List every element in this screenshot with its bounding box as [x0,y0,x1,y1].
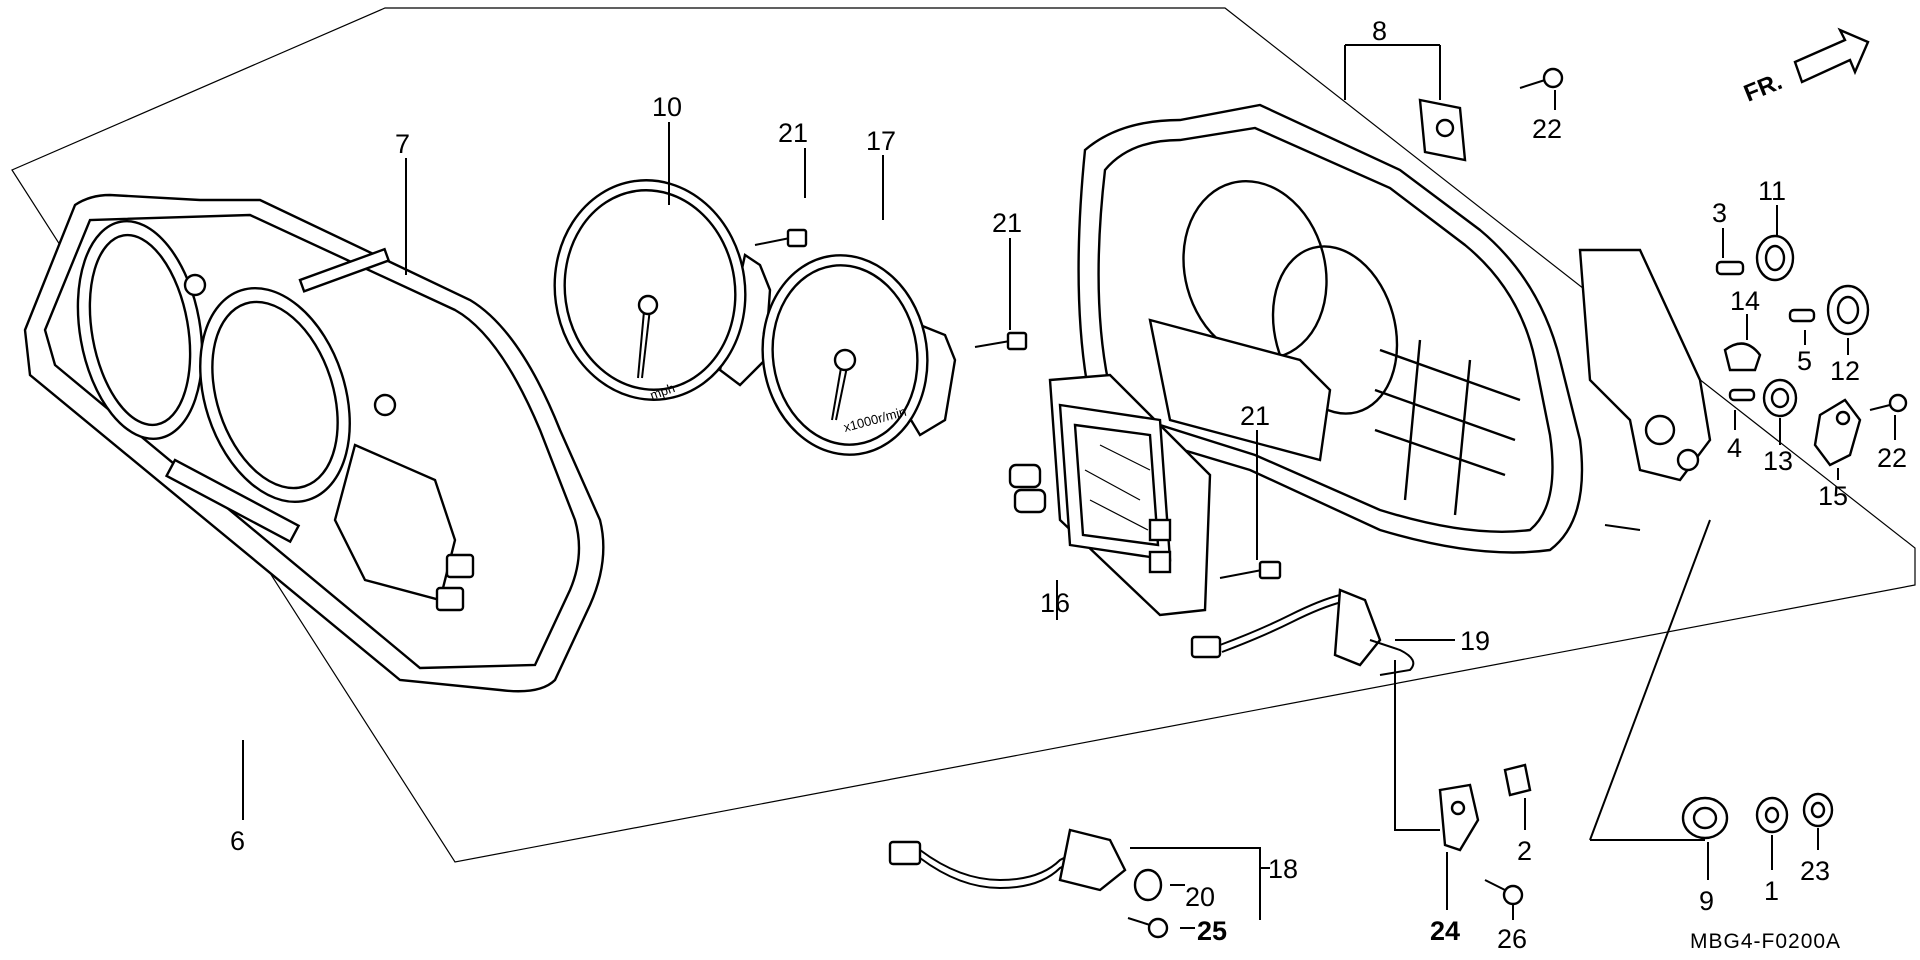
callout-18: 18 [1268,854,1298,884]
screw-21c-part [1219,560,1282,580]
callout-15: 15 [1818,481,1848,511]
callout-3: 3 [1712,198,1727,228]
harness-part [888,828,1127,892]
callout-labels: 7 6 8 10 21 17 21 21 16 19 18 20 25 22 3… [230,16,1907,954]
screw-26-part [1484,879,1524,906]
bulb-socket-12-part [1826,284,1870,336]
front-direction-indicator: FR. [1740,27,1870,108]
screw-22b-part [1869,393,1908,413]
bulb-3-part [1715,260,1745,276]
bracket-15-part [1813,398,1862,467]
bush-20-part [1133,868,1163,902]
callout-1: 1 [1764,876,1779,906]
meter-housing-part [1077,98,1712,554]
clip-2-part [1503,763,1532,797]
callout-24: 24 [1430,916,1460,946]
callout-6: 6 [230,826,245,856]
callout-16: 16 [1040,588,1070,618]
bracket-24-part [1438,783,1480,852]
leader-lines [242,44,1896,929]
callout-19: 19 [1460,626,1490,656]
front-cover-part [23,193,605,693]
callout-14: 14 [1730,286,1760,316]
callout-22b: 22 [1877,443,1907,473]
callout-7: 7 [395,129,410,159]
speedometer-part: mph [553,179,772,403]
callout-17: 17 [866,126,896,156]
callout-12: 12 [1830,356,1860,386]
screw-21a-part [754,228,808,248]
screw-21b-part [974,331,1028,351]
callout-20: 20 [1185,882,1215,912]
sensor-wire-part [1190,588,1415,676]
bulb-socket-11-part [1755,234,1795,282]
callout-5: 5 [1797,346,1812,376]
washer-1-part [1755,796,1789,834]
callout-26: 26 [1497,924,1527,954]
callout-4: 4 [1727,433,1742,463]
screw-22a-part [1519,67,1564,89]
bulb-14-part [1723,342,1762,372]
callout-25: 25 [1197,916,1227,946]
callout-10: 10 [652,92,682,122]
front-direction-label: FR. [1740,68,1786,108]
bulb-socket-13-part [1762,378,1798,418]
bulb-4-part [1728,388,1756,402]
callout-2: 2 [1517,836,1532,866]
nut-23-part [1802,792,1834,828]
grommet-9-part [1681,796,1729,840]
bulb-5-part [1788,308,1816,323]
tachometer-part: x1000r/min [761,254,957,456]
screw-25-part [1127,917,1169,939]
assembly-boundary [11,7,1916,863]
callout-21b: 21 [992,208,1022,238]
callout-13: 13 [1763,446,1793,476]
lcd-unit-part [1008,373,1212,617]
callout-21c: 21 [1240,401,1270,431]
front-arrow-icon [1793,27,1870,84]
callout-21a: 21 [778,118,808,148]
callout-8: 8 [1372,16,1387,46]
callout-23: 23 [1800,856,1830,886]
diagram-code: MBG4-F0200A [1690,930,1841,953]
callout-9: 9 [1699,886,1714,916]
callout-11: 11 [1758,176,1786,206]
callout-22a: 22 [1532,114,1562,144]
